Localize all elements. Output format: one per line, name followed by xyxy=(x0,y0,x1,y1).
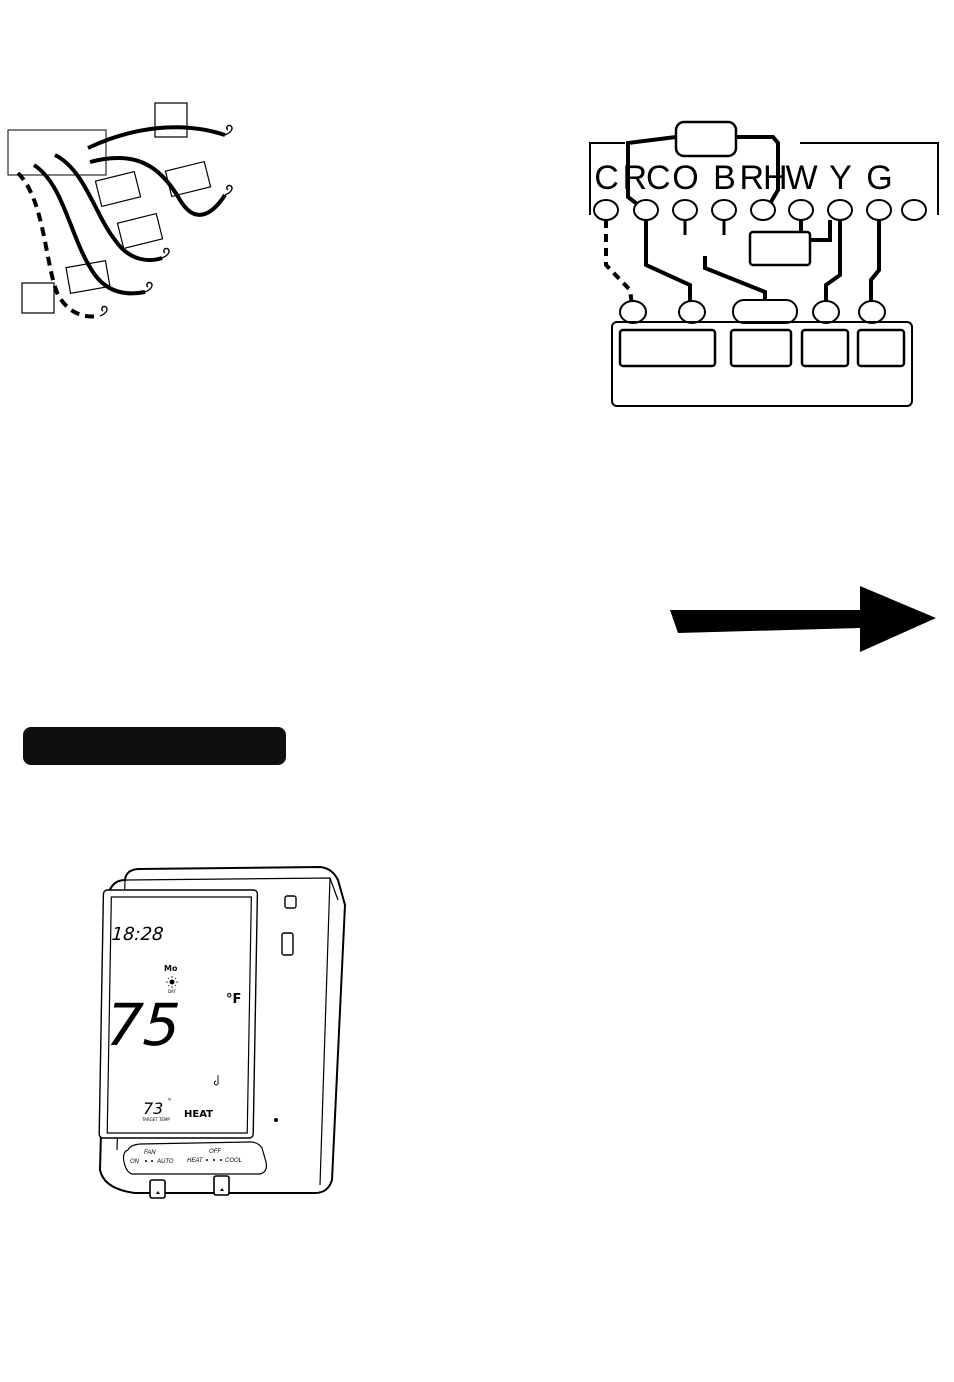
wire-tag xyxy=(7,129,107,176)
sun-icon xyxy=(166,976,178,988)
terminal-screw-g xyxy=(866,199,892,221)
sys-cool-label: COOL xyxy=(225,1158,242,1164)
equipment-unit xyxy=(618,328,717,368)
terminal-screw-y xyxy=(827,199,853,221)
sys-off-label: OFF xyxy=(209,1149,221,1155)
equipment-unit xyxy=(729,328,793,368)
terminal-bracket xyxy=(589,142,939,215)
wire xyxy=(87,125,226,150)
lcd-unit: °F xyxy=(226,992,241,1007)
lcd-screen xyxy=(106,896,252,1134)
lcd-time: 18:28 xyxy=(111,924,164,945)
fan-on-label: ON xyxy=(130,1159,140,1165)
wire-bundle-illustration xyxy=(7,102,233,319)
equipment-terminal xyxy=(812,300,840,324)
lcd-target-temp: 73 xyxy=(143,1099,163,1118)
wire-tag xyxy=(94,170,142,208)
lcd-period: DAY xyxy=(168,989,176,994)
equipment-terminal xyxy=(858,300,886,324)
system-switch[interactable] xyxy=(213,1175,230,1196)
wire-dashed xyxy=(16,171,101,319)
terminal-screw-rc xyxy=(633,199,659,221)
lcd-degree-mark: ° xyxy=(168,1097,171,1106)
wy-junction-box xyxy=(748,230,812,267)
lcd-mode: HEAT xyxy=(184,1109,213,1120)
small-button[interactable] xyxy=(284,895,297,909)
terminal-label-rc: RC xyxy=(622,159,670,197)
wire-tag xyxy=(21,282,55,314)
terminal-label-o: O xyxy=(672,159,697,197)
section-banner xyxy=(23,727,286,765)
wire-y-link xyxy=(810,220,832,242)
wire xyxy=(54,153,163,262)
wire-tag xyxy=(154,102,188,138)
equipment-unit xyxy=(856,328,906,368)
terminal-label-w: W xyxy=(785,159,817,197)
indicator-dot xyxy=(274,1118,278,1122)
fan-label: FAN xyxy=(144,1150,156,1156)
equipment-terminal xyxy=(678,300,706,324)
sys-heat-label: HEAT xyxy=(187,1158,204,1164)
equipment-unit xyxy=(800,328,850,368)
terminal-screw-rh xyxy=(750,199,776,221)
wire-tag xyxy=(116,212,164,250)
terminal-screw-o xyxy=(672,199,698,221)
equipment-terminal xyxy=(619,300,647,324)
lcd-target-label: TARGET TEMP xyxy=(141,1117,170,1122)
thermostat-illustration: 18:28 Mo DAY 75 °F 73 ° TARGET TEMP HEAT… xyxy=(98,865,347,1199)
jumper-box xyxy=(674,120,738,158)
next-step-arrow xyxy=(670,586,936,652)
tall-button[interactable] xyxy=(281,932,294,956)
wire xyxy=(89,156,227,217)
note-icon xyxy=(213,1075,219,1086)
terminal-label-g: G xyxy=(866,159,891,197)
wire-g xyxy=(869,220,881,303)
terminal-label-b: B xyxy=(713,159,735,197)
wire-c-dashed xyxy=(604,220,634,306)
terminal-wiring-diagram: C RC O B RH W Y G xyxy=(589,120,939,407)
terminal-screw-b xyxy=(711,199,737,221)
terminal-label-c: C xyxy=(594,159,618,197)
wire-y xyxy=(824,220,842,303)
equipment-terminal xyxy=(732,299,798,324)
equipment-panel xyxy=(611,321,913,407)
jumper-wire xyxy=(626,135,780,209)
wire-b-equipment xyxy=(703,256,767,303)
wire-rc xyxy=(644,220,692,303)
lcd-day: Mo xyxy=(164,964,178,973)
switch-panel xyxy=(122,1141,267,1175)
lcd-temperature: 75 xyxy=(105,991,182,1059)
fan-switch[interactable] xyxy=(149,1179,166,1199)
terminal-screw-c xyxy=(593,199,619,221)
terminal-screw-w xyxy=(788,199,814,221)
fan-auto-label: AUTO xyxy=(156,1159,174,1165)
terminal-screw-extra xyxy=(901,199,927,221)
wire xyxy=(32,163,146,296)
terminal-label-y: Y xyxy=(829,159,851,197)
wire-tag xyxy=(65,260,111,294)
